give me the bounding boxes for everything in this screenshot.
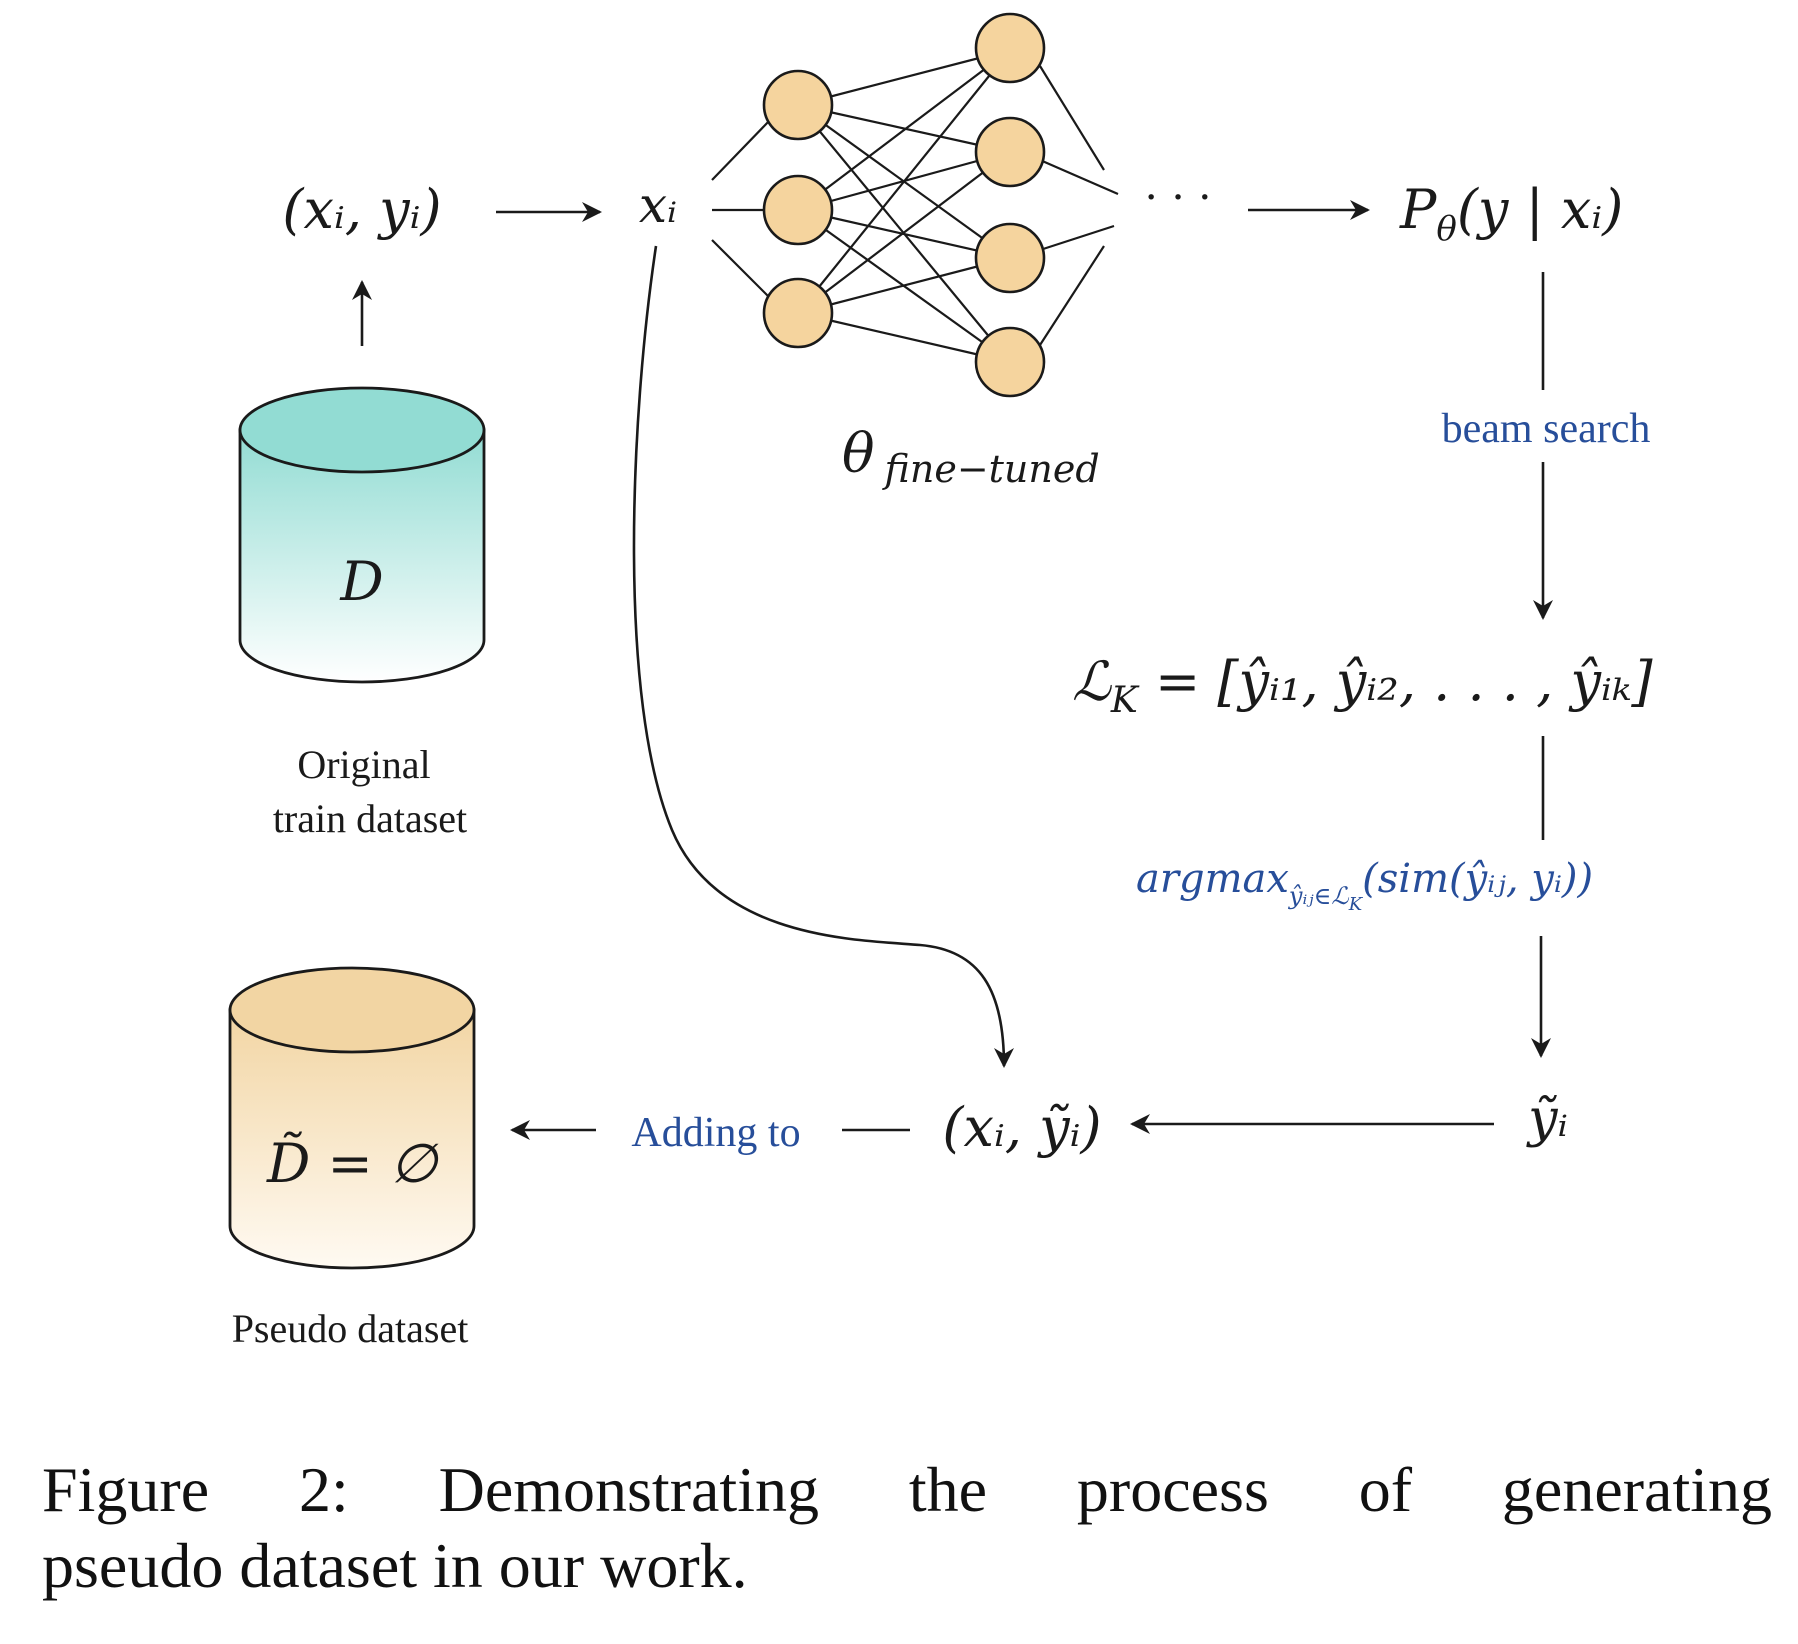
pseudo-pair: (xᵢ, ỹᵢ) bbox=[942, 1096, 1101, 1159]
pseudo-dataset-caption: Pseudo dataset bbox=[232, 1306, 469, 1351]
input-x: xᵢ bbox=[639, 176, 677, 234]
selected-pseudo-label: ỹᵢ bbox=[1526, 1089, 1568, 1149]
candidate-list: ℒK = [ŷᵢ₁, ŷᵢ₂, . . . , ŷᵢₖ] bbox=[1072, 650, 1654, 721]
neuron bbox=[762, 174, 834, 246]
neuron bbox=[974, 12, 1046, 84]
original-dataset-caption-line2: train dataset bbox=[273, 796, 467, 841]
model-parameters-subscript: fine−tuned bbox=[882, 447, 1100, 491]
output-distribution: Pθ(y | xᵢ) bbox=[1399, 178, 1623, 249]
original-dataset-caption-line1: Original bbox=[297, 742, 430, 787]
figure-caption-line1: Figure 2: Demonstrating the process of g… bbox=[42, 1454, 1772, 1525]
neuron bbox=[762, 69, 834, 141]
pseudo-dataset-cylinder: D̃ = ∅ bbox=[228, 966, 476, 1270]
figure-caption-line2: pseudo dataset in our work. bbox=[42, 1530, 748, 1601]
pseudo-dataset-symbol: D̃ = ∅ bbox=[266, 1131, 439, 1195]
neural-network bbox=[711, 12, 1119, 398]
original-dataset-cylinder: D bbox=[238, 386, 486, 684]
neuron bbox=[762, 277, 834, 349]
neuron bbox=[974, 116, 1046, 188]
network-ellipsis: · · · bbox=[1144, 171, 1213, 222]
original-dataset-symbol: D bbox=[339, 550, 383, 613]
input-to-pair-curve bbox=[632, 245, 1014, 1068]
neuron bbox=[974, 326, 1046, 398]
neuron bbox=[974, 222, 1046, 294]
beam-search-label: beam search bbox=[1442, 406, 1651, 452]
argmax-label: argmaxŷᵢⱼ∈ℒK(sim(ŷᵢⱼ, yᵢ)) bbox=[1136, 856, 1593, 915]
model-parameters-symbol: θ bbox=[842, 422, 875, 485]
figure-caption: Figure 2: Demonstrating the process of g… bbox=[42, 1452, 1772, 1604]
adding-to-label: Adding to bbox=[631, 1110, 800, 1156]
training-pair: (xᵢ, yᵢ) bbox=[282, 178, 441, 241]
